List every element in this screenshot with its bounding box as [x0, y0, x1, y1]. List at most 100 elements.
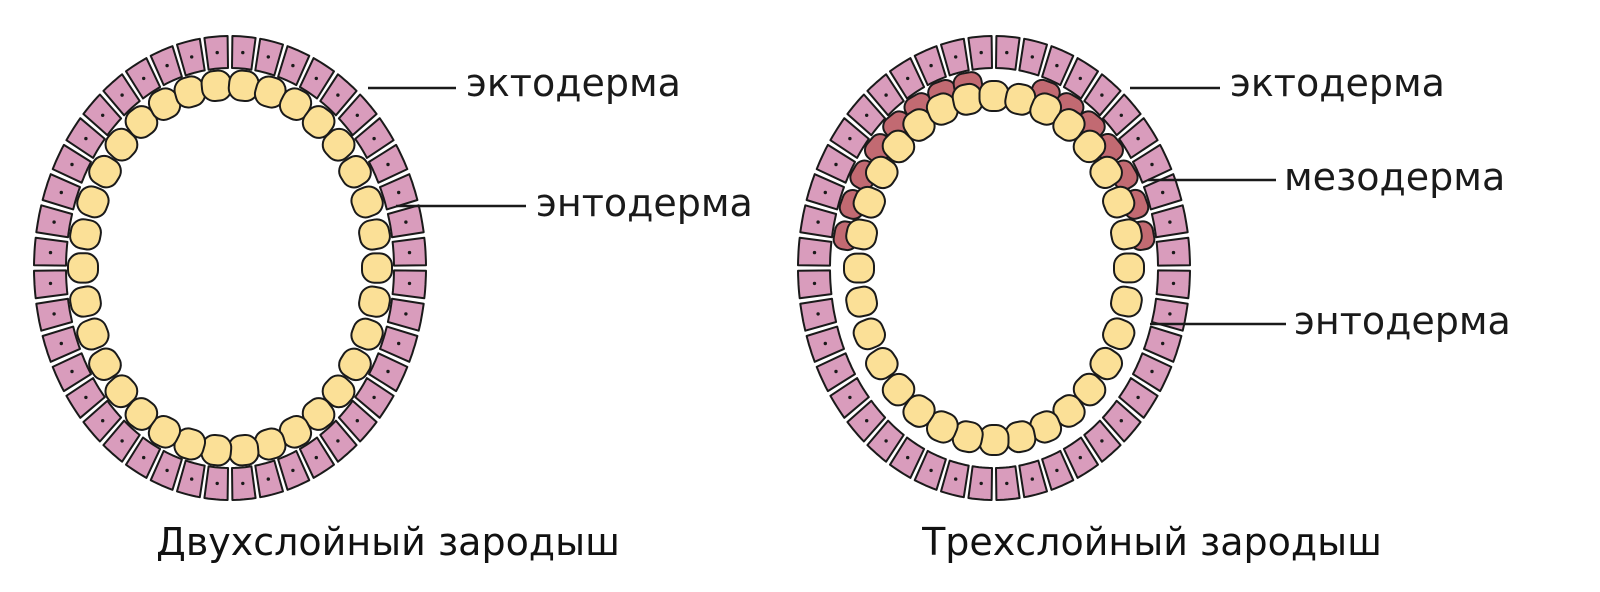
cell-nucleus — [884, 93, 888, 97]
cell-nucleus — [1055, 468, 1059, 473]
cell-nucleus — [355, 113, 359, 118]
cell-nucleus — [1171, 281, 1176, 286]
cell-nucleus — [291, 63, 295, 68]
endoderm-cell — [361, 252, 393, 284]
cell-nucleus — [1119, 113, 1124, 118]
caption-three-layer: Трехслойный зародыш — [921, 520, 1382, 564]
cell-nucleus — [241, 50, 245, 55]
endoderm-cell — [67, 252, 99, 284]
endoderm-cell — [338, 155, 372, 189]
cell-nucleus — [1136, 136, 1140, 141]
cell-nucleus — [241, 481, 245, 486]
cell-nucleus — [120, 439, 124, 443]
endoderm-cell — [1089, 155, 1123, 189]
cell-nucleus — [404, 220, 408, 224]
cell-nucleus — [812, 281, 817, 286]
cell-nucleus — [954, 55, 958, 59]
endoderm-cell — [1110, 218, 1143, 251]
cell-nucleus — [1168, 220, 1172, 224]
cell-nucleus — [1136, 395, 1140, 400]
cell-nucleus — [1030, 477, 1035, 481]
cell-nucleus — [291, 468, 295, 473]
cell-nucleus — [84, 136, 88, 141]
endoderm-cell — [978, 80, 1010, 112]
cell-nucleus — [386, 369, 390, 374]
cell-nucleus — [59, 341, 63, 346]
cell-nucleus — [266, 477, 270, 481]
cell-nucleus — [70, 162, 74, 167]
cell-nucleus — [142, 76, 146, 81]
cell-nucleus — [1119, 419, 1124, 423]
endoderm-cell — [1052, 108, 1086, 142]
cell-nucleus — [407, 281, 412, 286]
cell-nucleus — [1005, 50, 1009, 55]
label-endoderm-left: энтодерма — [536, 181, 753, 225]
cell-nucleus — [1161, 341, 1165, 346]
endoderm-cell — [88, 347, 122, 381]
label-ectoderm-left: эктодерма — [466, 61, 681, 105]
cell-nucleus — [834, 162, 838, 167]
cell-nucleus — [823, 190, 827, 195]
cell-nucleus — [355, 419, 359, 423]
cell-nucleus — [823, 341, 827, 346]
cell-nucleus — [1078, 455, 1083, 460]
cell-nucleus — [848, 395, 852, 400]
cell-nucleus — [372, 136, 376, 141]
cell-nucleus — [884, 439, 888, 443]
endoderm-cell — [124, 397, 159, 431]
endoderm-cell — [865, 347, 899, 381]
three-layer-embryo — [797, 35, 1191, 501]
cell-nucleus — [865, 113, 869, 118]
endoderm-cell — [76, 185, 110, 219]
cell-nucleus — [1005, 481, 1009, 486]
cell-nucleus — [215, 50, 219, 55]
cell-nucleus — [372, 395, 376, 400]
endoderm-cell — [1102, 185, 1136, 219]
endoderm-cell — [1072, 129, 1107, 164]
cell-nucleus — [314, 455, 318, 460]
cell-nucleus — [190, 55, 194, 59]
cell-nucleus — [336, 93, 340, 97]
cell-nucleus — [404, 312, 408, 316]
endoderm-cell — [301, 105, 336, 139]
cell-nucleus — [52, 220, 56, 224]
cell-nucleus — [865, 419, 869, 423]
label-ectoderm-right: эктодерма — [1230, 61, 1445, 105]
endoderm-cell — [845, 285, 878, 318]
cell-nucleus — [190, 477, 194, 481]
cell-nucleus — [906, 455, 910, 460]
endoderm-cell — [902, 394, 936, 428]
endoderm-cell — [350, 185, 384, 219]
cell-nucleus — [1030, 55, 1035, 59]
cell-nucleus — [48, 281, 53, 286]
cell-nucleus — [1168, 312, 1172, 316]
endoderm-cell — [88, 154, 122, 189]
cell-nucleus — [1171, 250, 1176, 255]
endoderm-cell — [358, 285, 391, 318]
cell-nucleus — [142, 455, 146, 460]
cell-nucleus — [816, 312, 820, 316]
cell-nucleus — [979, 481, 983, 486]
cell-nucleus — [1100, 439, 1104, 443]
cell-nucleus — [1161, 190, 1165, 195]
cell-nucleus — [165, 468, 169, 473]
cell-nucleus — [1078, 76, 1083, 81]
cell-nucleus — [397, 341, 401, 346]
cell-nucleus — [848, 136, 852, 141]
cell-nucleus — [929, 468, 933, 473]
cell-nucleus — [954, 477, 958, 481]
cell-nucleus — [386, 162, 390, 167]
endoderm-cell — [1110, 285, 1143, 318]
endoderm-cell — [338, 347, 372, 382]
endoderm-cell — [1113, 252, 1145, 284]
endoderm-cell — [978, 424, 1010, 456]
endoderm-cell — [864, 155, 899, 190]
endoderm-cell — [1089, 346, 1124, 381]
cell-nucleus — [906, 76, 910, 81]
cell-nucleus — [397, 190, 401, 195]
cell-nucleus — [215, 481, 219, 486]
endoderm-cell — [845, 218, 878, 251]
label-endoderm-right: энтодерма — [1294, 299, 1511, 343]
cell-nucleus — [266, 55, 270, 59]
